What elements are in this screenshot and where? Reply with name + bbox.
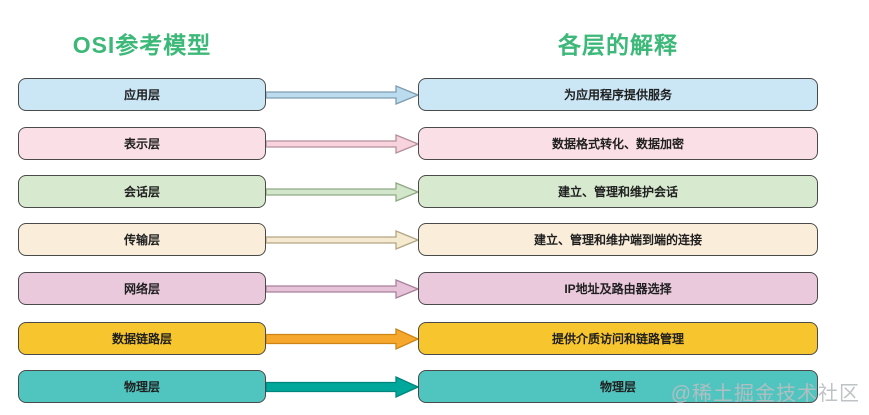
desc-box-session: 建立、管理和维护会话 (418, 175, 818, 208)
desc-box-network: IP地址及路由器选择 (418, 272, 818, 305)
right-arrow-icon (266, 327, 418, 350)
row-session-layer: 会话层 建立、管理和维护会话 (0, 175, 869, 208)
layer-box-network: 网络层 (18, 272, 266, 305)
right-arrow-icon (266, 133, 418, 154)
row-presentation-layer: 表示层 数据格式转化、数据加密 (0, 127, 869, 160)
desc-label: 为应用程序提供服务 (563, 88, 672, 102)
desc-label: 物理层 (599, 380, 636, 394)
layer-box-data-link: 数据链路层 (18, 322, 266, 355)
row-application-layer: 应用层 为应用程序提供服务 (0, 78, 869, 111)
right-arrow-icon (266, 181, 418, 202)
row-physical-layer: 物理层 物理层 (0, 370, 869, 403)
desc-box-physical: 物理层 (418, 370, 818, 403)
layer-label: 会话层 (123, 185, 160, 199)
desc-box-presentation: 数据格式转化、数据加密 (418, 127, 818, 160)
layer-label: 表示层 (123, 137, 160, 151)
layer-box-presentation: 表示层 (18, 127, 266, 160)
layer-label: 传输层 (123, 233, 160, 247)
right-arrow-icon (266, 84, 418, 105)
desc-label: 建立、管理和维护端到端的连接 (533, 233, 702, 247)
desc-box-application: 为应用程序提供服务 (418, 78, 818, 111)
desc-label: 提供介质访问和链路管理 (551, 332, 684, 346)
layer-box-application: 应用层 (18, 78, 266, 111)
desc-label: 建立、管理和维护会话 (557, 185, 678, 199)
layer-label: 应用层 (123, 88, 160, 102)
desc-box-transport: 建立、管理和维护端到端的连接 (418, 223, 818, 256)
site-watermark: @稀土掘金技术社区 (670, 383, 860, 405)
layer-box-session: 会话层 (18, 175, 266, 208)
layer-box-transport: 传输层 (18, 223, 266, 256)
desc-box-data-link: 提供介质访问和链路管理 (418, 322, 818, 355)
layer-label: 数据链路层 (111, 332, 172, 346)
row-data-link-layer: 数据链路层 提供介质访问和链路管理 (0, 322, 869, 355)
right-arrow-icon (266, 278, 418, 299)
right-column-title: 各层的解释 (558, 32, 678, 58)
layer-box-physical: 物理层 (18, 370, 266, 403)
layer-label: 物理层 (123, 380, 160, 394)
row-transport-layer: 传输层 建立、管理和维护端到端的连接 (0, 223, 869, 256)
left-column-title: OSI参考模型 (72, 32, 212, 58)
row-network-layer: 网络层 IP地址及路由器选择 (0, 272, 869, 305)
desc-label: IP地址及路由器选择 (564, 282, 672, 296)
right-arrow-icon (266, 375, 418, 398)
right-arrow-icon (266, 229, 418, 250)
desc-label: 数据格式转化、数据加密 (551, 137, 684, 151)
layer-label: 网络层 (123, 282, 160, 296)
